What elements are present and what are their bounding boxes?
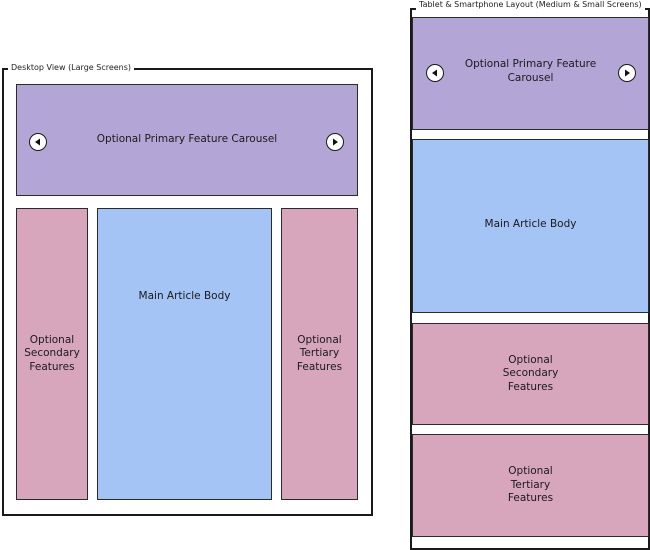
mobile-secondary-features: Optional Secondary Features	[412, 323, 649, 425]
desktop-tertiary-label: Optional Tertiary Features	[296, 333, 343, 373]
desktop-carousel-prev-button[interactable]	[29, 133, 47, 151]
mobile-main-article: Main Article Body	[412, 139, 649, 313]
mobile-secondary-label: Optional Secondary Features	[502, 353, 559, 393]
mobile-carousel-prev-button[interactable]	[426, 64, 444, 82]
desktop-main-label: Main Article Body	[138, 290, 231, 302]
mobile-tertiary-features: Optional Tertiary Features	[412, 434, 649, 537]
mobile-carousel-next-button[interactable]	[618, 64, 636, 82]
arrow-left-icon	[432, 69, 437, 77]
arrow-left-icon	[35, 138, 40, 146]
mobile-carousel-label: Optional Primary Feature Carousel	[464, 58, 597, 84]
desktop-tertiary-features: Optional Tertiary Features	[281, 208, 358, 500]
desktop-secondary-features: Optional Secondary Features	[16, 208, 88, 500]
mobile-main-label: Main Article Body	[484, 217, 577, 230]
mobile-frame-label: Tablet & Smartphone Layout (Medium & Sma…	[416, 0, 645, 10]
arrow-right-icon	[625, 69, 630, 77]
desktop-carousel-label: Optional Primary Feature Carousel	[96, 133, 278, 146]
desktop-secondary-label: Optional Secondary Features	[24, 333, 80, 373]
desktop-carousel: Optional Primary Feature Carousel	[16, 84, 358, 196]
desktop-frame-label: Desktop View (Large Screens)	[8, 63, 135, 73]
desktop-carousel-next-button[interactable]	[326, 133, 344, 151]
desktop-main-article: Main Article Body	[97, 208, 272, 500]
arrow-right-icon	[333, 138, 338, 146]
mobile-tertiary-label: Optional Tertiary Features	[507, 465, 554, 505]
mobile-carousel: Optional Primary Feature Carousel	[412, 17, 649, 130]
